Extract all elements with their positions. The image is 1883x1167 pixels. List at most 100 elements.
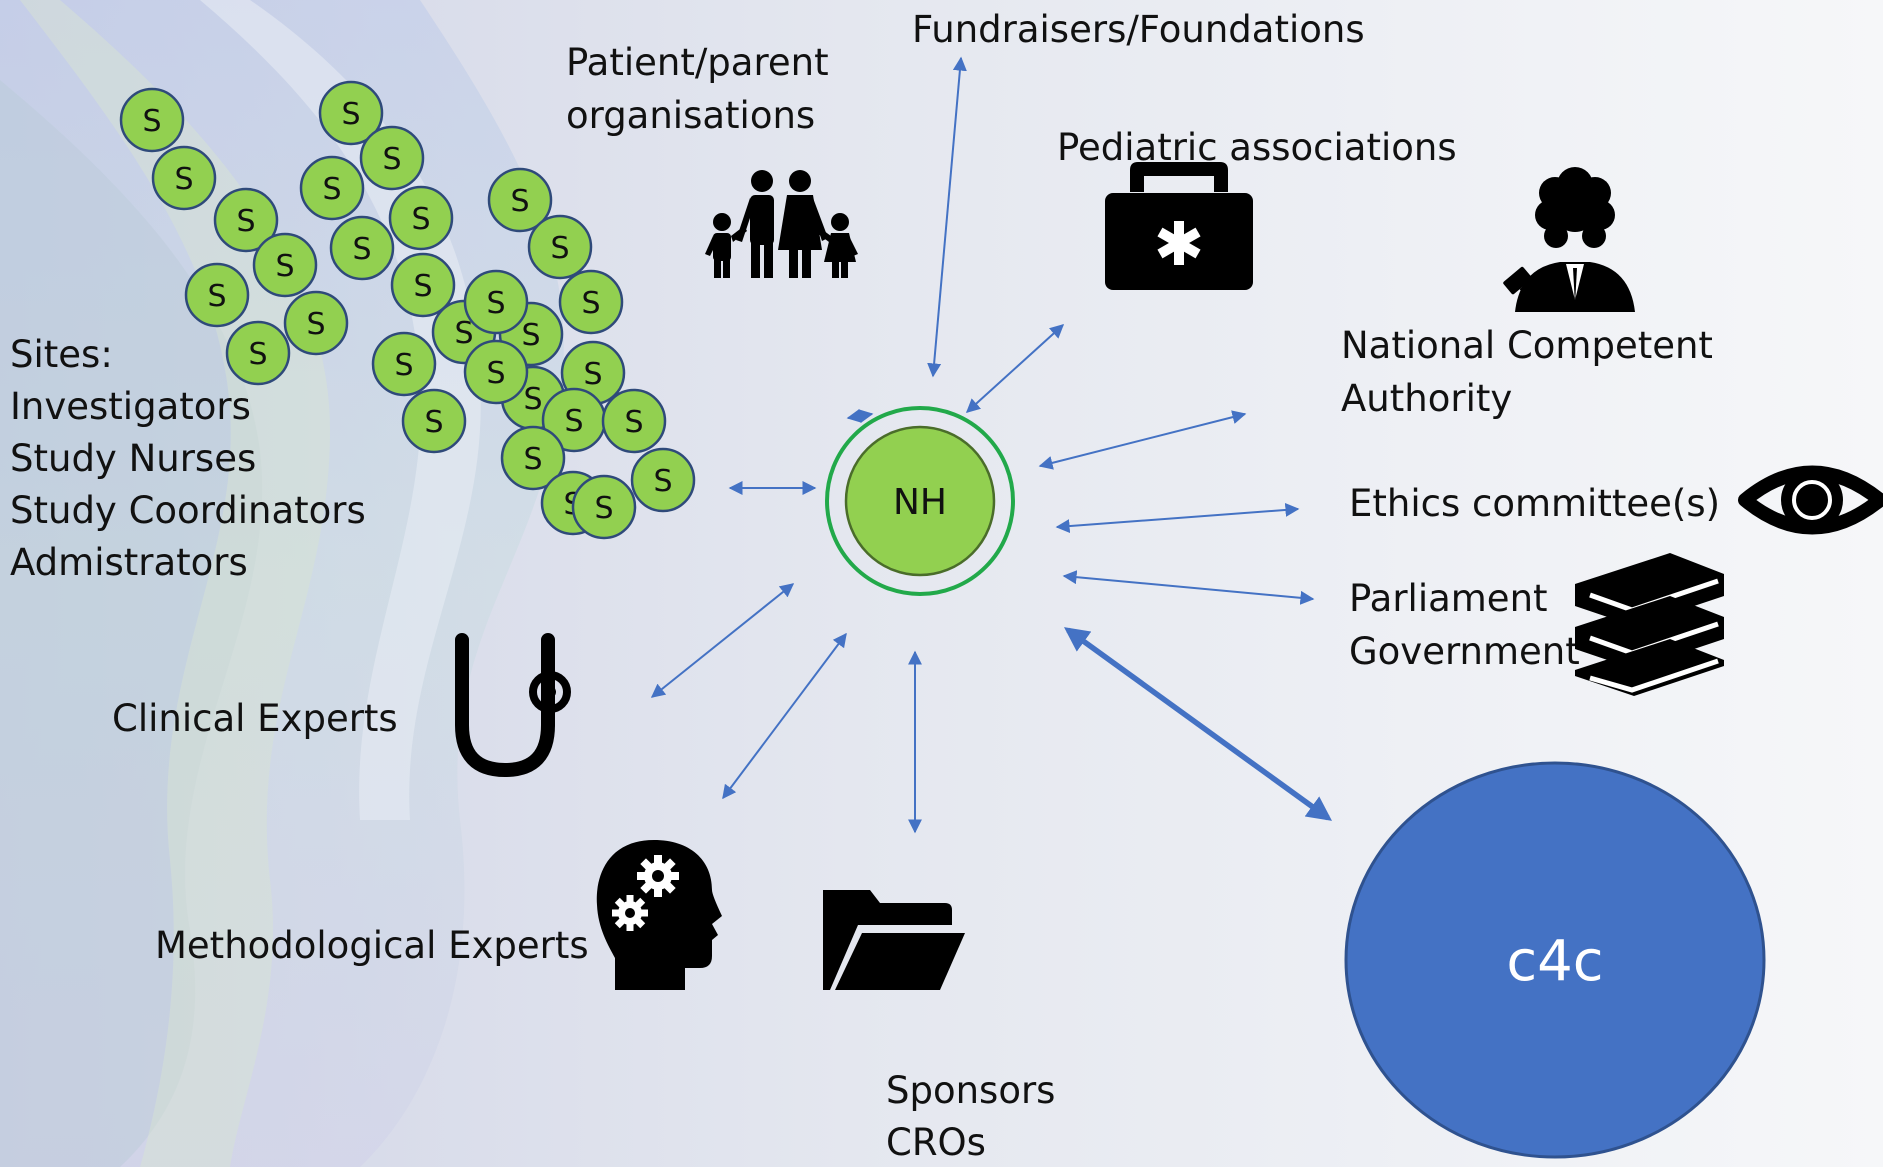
site-node[interactable]: S	[318, 80, 384, 146]
stethoscope-icon	[455, 633, 571, 778]
site-node-label: S	[454, 316, 473, 351]
site-node-label: S	[583, 357, 602, 392]
site-node[interactable]: S	[213, 187, 279, 253]
site-node[interactable]: S	[558, 269, 624, 335]
site-node-label: S	[411, 202, 430, 237]
sponsors-label: Sponsors CROs	[886, 1069, 1055, 1164]
site-node-cluster: SSSSSSSSSSSSSSSSSSSSSSSSSSSSSS	[119, 80, 696, 540]
site-node[interactable]: S	[119, 87, 185, 153]
patient-orgs-label: Patient/parent organisations	[566, 41, 829, 137]
sites-line-1: Sites:	[10, 333, 113, 376]
site-node[interactable]: S	[401, 388, 467, 454]
c4c-connection-arrow	[1063, 627, 1333, 821]
site-node-label: S	[624, 405, 643, 440]
gears-head-icon	[596, 840, 722, 990]
parliament-label: Parliament Government	[1349, 577, 1580, 673]
connection-arrow	[722, 632, 847, 800]
site-node[interactable]: S	[571, 474, 637, 540]
connection-arrow	[1062, 570, 1315, 605]
site-node-label: S	[564, 404, 583, 439]
site-node-label: S	[424, 405, 443, 440]
parliament-line-1: Parliament	[1349, 577, 1548, 620]
connection-arrow	[927, 56, 967, 378]
site-node-label: S	[382, 142, 401, 177]
connection-arrow	[1055, 502, 1300, 534]
site-node-label: S	[550, 231, 569, 266]
sites-line-3: Study Nurses	[10, 437, 256, 480]
site-node[interactable]: S	[283, 290, 349, 356]
site-node[interactable]: S	[252, 232, 318, 298]
site-node[interactable]: S	[630, 447, 696, 513]
medical-kit-icon	[1105, 162, 1253, 290]
sites-label: Sites: Investigators Study Nurses Study …	[10, 333, 366, 584]
site-node-label: S	[413, 269, 432, 304]
c4c-label: c4c	[1506, 929, 1603, 994]
site-node-label: S	[352, 232, 371, 267]
site-node-label: S	[521, 318, 540, 353]
sites-line-4: Study Coordinators	[10, 489, 366, 532]
pediatric-label: Pediatric associations	[1057, 126, 1457, 169]
method-label: Methodological Experts	[155, 924, 589, 967]
site-node[interactable]: S	[527, 214, 593, 280]
site-node[interactable]: S	[541, 387, 607, 453]
site-node-label: S	[142, 104, 161, 139]
patient-orgs-line-1: Patient/parent	[566, 41, 829, 84]
parliament-line-2: Government	[1349, 630, 1580, 673]
site-node[interactable]: S	[487, 167, 553, 233]
site-node[interactable]: S	[151, 145, 217, 211]
judge-icon	[1503, 167, 1635, 312]
site-node-label: S	[486, 356, 505, 391]
site-node-label: S	[510, 184, 529, 219]
site-node[interactable]: S	[388, 185, 454, 251]
site-node[interactable]: S	[225, 320, 291, 386]
site-node[interactable]: S	[601, 388, 667, 454]
site-node-label: S	[486, 286, 505, 321]
site-node-label: S	[248, 337, 267, 372]
site-node[interactable]: S	[390, 252, 456, 318]
hub-label: NH	[893, 482, 947, 523]
clinical-label: Clinical Experts	[112, 697, 398, 740]
connection-arrow	[965, 324, 1065, 413]
connection-arrow	[846, 409, 874, 423]
books-icon	[1575, 553, 1724, 696]
site-node-label: S	[275, 249, 294, 284]
connection-arrow	[1038, 410, 1247, 470]
site-node[interactable]: S	[463, 269, 529, 335]
nca-line-1: National Competent	[1341, 324, 1713, 367]
site-node-label: S	[322, 172, 341, 207]
sponsors-line-1: Sponsors	[886, 1069, 1055, 1112]
site-node-label: S	[653, 464, 672, 499]
c4c-node[interactable]: c4c	[1344, 761, 1766, 1159]
family-icon	[705, 170, 858, 278]
site-node[interactable]: S	[184, 262, 250, 328]
site-node-label: S	[306, 307, 325, 342]
eye-icon	[1738, 465, 1883, 535]
site-node[interactable]: S	[329, 215, 395, 281]
site-node-label: S	[523, 442, 542, 477]
sites-line-2: Investigators	[10, 385, 251, 428]
site-node[interactable]: S	[463, 339, 529, 405]
nca-label: National Competent Authority	[1341, 324, 1713, 420]
sponsors-line-2: CROs	[886, 1121, 986, 1164]
site-node-label: S	[581, 286, 600, 321]
site-node[interactable]: S	[359, 125, 425, 191]
nca-line-2: Authority	[1341, 377, 1512, 420]
ethics-label: Ethics committee(s)	[1349, 482, 1720, 525]
site-node[interactable]: S	[500, 425, 566, 491]
connection-arrows	[650, 56, 1333, 834]
site-node-label: S	[236, 204, 255, 239]
site-node[interactable]: S	[299, 155, 365, 221]
site-node-label: S	[394, 348, 413, 383]
site-node-label: S	[341, 97, 360, 132]
site-node-label: S	[174, 162, 193, 197]
site-node-label: S	[523, 382, 542, 417]
fundraisers-label: Fundraisers/Foundations	[912, 8, 1365, 51]
site-node-label: S	[594, 491, 613, 526]
folder-icon	[823, 890, 965, 990]
sites-line-5: Admistrators	[10, 541, 248, 584]
patient-orgs-line-2: organisations	[566, 94, 815, 137]
site-node-label: S	[207, 279, 226, 314]
site-node[interactable]: S	[371, 331, 437, 397]
hub-node[interactable]: NH	[825, 406, 1015, 596]
